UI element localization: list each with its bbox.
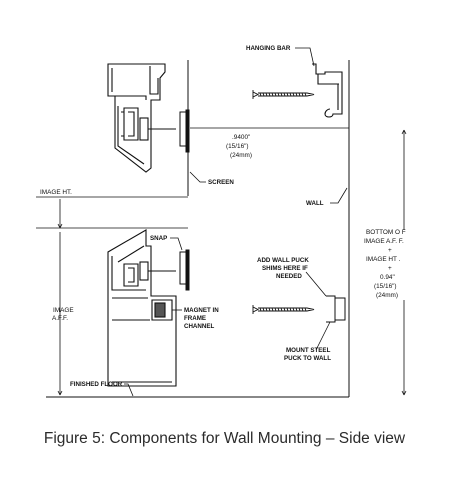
figure-caption: Figure 5: Components for Wall Mounting –…	[43, 430, 406, 447]
right-dim-line8: (24mm)	[376, 292, 398, 299]
image-aff-label-line2: A.F.F.	[52, 315, 68, 322]
magnet-label-line3: CHANNEL	[184, 323, 214, 330]
puck-label-line2: PUCK TO WALL	[284, 355, 331, 362]
hanging-bar	[312, 63, 343, 118]
top-dimension-mm: (24mm)	[230, 152, 252, 159]
bottom-screw	[252, 305, 315, 314]
dimension-lines	[36, 47, 407, 397]
screen-label: SCREEN	[208, 179, 234, 186]
shims-label-line2: SHIMS HERE IF	[262, 265, 308, 272]
right-dim-line6: 0.94"	[380, 274, 395, 281]
image-ht-label: IMAGE HT.	[40, 189, 72, 196]
right-dim-line7: (15/16")	[374, 283, 397, 290]
magnet-label-line1: MAGNET IN	[184, 307, 219, 314]
shims-label-line1: ADD WALL PUCK	[257, 257, 309, 264]
right-dim-line4: IMAGE HT .	[366, 256, 401, 263]
right-dim-line5: +	[388, 265, 392, 272]
top-screw	[252, 90, 315, 99]
puck-label-line1: MOUNT STEEL	[286, 347, 331, 354]
wall-label: WALL	[306, 200, 324, 207]
labels: HANGING BAR .9400" (15/16") (24mm) SCREE…	[40, 45, 406, 388]
bottom-frame-profile	[107, 229, 177, 387]
finished-floor-label: FINISHED FLOOR	[70, 381, 123, 388]
top-dimension-inches: .9400"	[232, 134, 250, 141]
top-dimension-fraction: (15/16")	[226, 143, 249, 150]
image-aff-label-line1: IMAGE	[53, 307, 74, 314]
snap-label: SNAP	[150, 235, 167, 242]
shims-label-line3: NEEDED	[276, 273, 302, 280]
right-dim-line1: BOTTOM O F	[366, 229, 406, 236]
top-frame-profile	[107, 63, 176, 173]
hanging-bar-label: HANGING BAR	[246, 45, 291, 52]
wall-puck	[326, 295, 346, 323]
bottom-snap	[179, 249, 190, 291]
magnet-label-line2: FRAME	[184, 315, 206, 322]
right-dim-line2: IMAGE A.F. F.	[364, 238, 404, 245]
right-dim-line3: +	[388, 247, 392, 254]
